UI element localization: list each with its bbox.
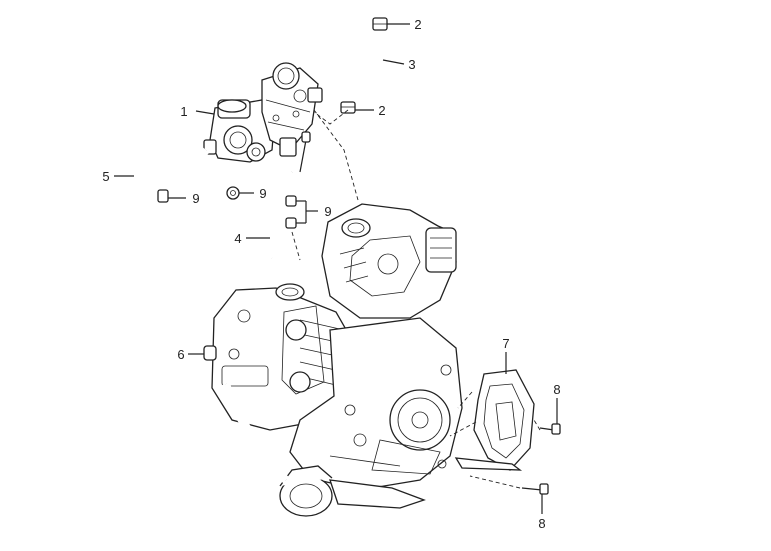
bolt-8-lower xyxy=(521,483,549,495)
linkage-plate xyxy=(454,457,523,471)
callout-2-top: 2 xyxy=(414,17,421,32)
pipe-stub xyxy=(301,131,311,143)
sprocket-cover xyxy=(473,369,535,471)
leader-1 xyxy=(195,110,215,115)
bolt-9-left xyxy=(226,186,240,200)
callout-6: 6 xyxy=(177,347,184,362)
leader-9-right xyxy=(296,200,318,224)
engine-assembly xyxy=(203,203,463,517)
callout-1: 1 xyxy=(180,104,187,119)
callout-9-left: 9 xyxy=(192,191,199,206)
hose-3 xyxy=(343,34,385,106)
callout-8-upper: 8 xyxy=(553,382,560,397)
callout-8-lower: 8 xyxy=(538,516,545,531)
callout-3: 3 xyxy=(408,57,415,72)
callout-5: 5 xyxy=(102,169,109,184)
hose-5 xyxy=(123,147,210,222)
hose-clamp-lower xyxy=(340,101,356,114)
callout-4: 4 xyxy=(234,231,241,246)
hose-clamp-top xyxy=(372,17,388,31)
hose-4 xyxy=(267,168,297,259)
callout-2-lower: 2 xyxy=(378,103,385,118)
throttle-body xyxy=(203,62,323,163)
leader-3 xyxy=(382,59,405,65)
bolt-8-upper xyxy=(539,423,561,435)
callout-9-right: 9 xyxy=(324,204,331,219)
callout-7: 7 xyxy=(502,336,509,351)
callout-9-mid: 9 xyxy=(259,186,266,201)
